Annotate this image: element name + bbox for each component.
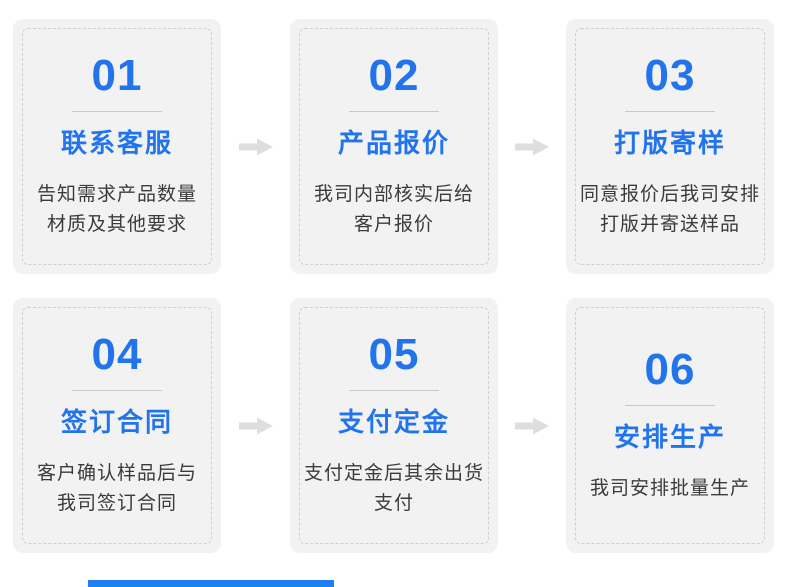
step-card-5: 05 支付定金 支付定金后其余出货 支付 (290, 298, 498, 553)
step-card-6: 06 安排生产 我司安排批量生产 (566, 298, 774, 553)
arrow-slot (221, 136, 290, 158)
right-arrow-icon (515, 138, 549, 155)
step-title: 联系客服 (60, 127, 173, 158)
step-title: 签订合同 (60, 406, 173, 437)
step-description: 告知需求产品数量 材质及其他要求 (37, 180, 197, 240)
step-description-line: 客户确认样品后与 (36, 462, 197, 484)
step-number: 01 (91, 50, 143, 100)
step-description-line: 我司安排批量生产 (589, 477, 750, 499)
step-divider (349, 110, 439, 112)
step-number: 02 (368, 50, 420, 100)
step-description-line: 支付定金后其余出货 (303, 462, 484, 484)
step-card-content: 03 打版寄样 同意报价后我司安排 打版并寄送样品 (566, 19, 774, 274)
step-description-line: 我司内部核实后给 (313, 183, 474, 205)
step-number: 03 (644, 50, 696, 100)
step-card-content: 04 签订合同 客户确认样品后与 我司签订合同 (13, 298, 221, 553)
process-row-2: 04 签订合同 客户确认样品后与 我司签订合同 05 支付定金 (13, 298, 774, 553)
step-divider (72, 389, 162, 391)
right-arrow-icon (515, 417, 549, 434)
step-description-line: 材质及其他要求 (46, 213, 187, 235)
process-grid: 01 联系客服 告知需求产品数量 材质及其他要求 02 产品报价 (13, 19, 774, 553)
step-description-line: 打版并寄送样品 (599, 213, 740, 235)
step-divider (349, 389, 439, 391)
process-row-1: 01 联系客服 告知需求产品数量 材质及其他要求 02 产品报价 (13, 19, 774, 274)
step-number: 04 (91, 329, 143, 379)
arrow-slot (498, 136, 566, 158)
arrow-slot (498, 415, 566, 437)
step-card-content: 05 支付定金 支付定金后其余出货 支付 (290, 298, 498, 553)
step-description-line: 同意报价后我司安排 (579, 183, 760, 205)
step-description-line: 我司签订合同 (56, 492, 177, 514)
step-description-line: 客户报价 (353, 213, 434, 235)
step-card-content: 06 安排生产 我司安排批量生产 (566, 298, 774, 553)
step-title: 支付定金 (337, 406, 450, 437)
arrow-slot (221, 415, 290, 437)
step-card-3: 03 打版寄样 同意报价后我司安排 打版并寄送样品 (566, 19, 774, 274)
step-description: 同意报价后我司安排 打版并寄送样品 (580, 180, 760, 240)
step-title: 打版寄样 (613, 127, 726, 158)
step-description: 支付定金后其余出货 支付 (304, 459, 484, 519)
step-description-line: 告知需求产品数量 (36, 183, 197, 205)
step-title: 产品报价 (337, 127, 450, 158)
step-card-content: 01 联系客服 告知需求产品数量 材质及其他要求 (13, 19, 221, 274)
step-number: 05 (368, 329, 420, 379)
step-card-4: 04 签订合同 客户确认样品后与 我司签订合同 (13, 298, 221, 553)
step-title: 安排生产 (613, 421, 726, 452)
step-card-1: 01 联系客服 告知需求产品数量 材质及其他要求 (13, 19, 221, 274)
step-card-content: 02 产品报价 我司内部核实后给 客户报价 (290, 19, 498, 274)
step-divider (72, 110, 162, 112)
step-description: 客户确认样品后与 我司签订合同 (37, 459, 197, 519)
next-section-bar-cutoff (88, 580, 334, 587)
step-number: 06 (644, 344, 696, 394)
step-card-2: 02 产品报价 我司内部核实后给 客户报价 (290, 19, 498, 274)
right-arrow-icon (238, 138, 273, 155)
step-description: 我司内部核实后给 客户报价 (314, 180, 474, 240)
step-divider (625, 404, 715, 406)
step-divider (625, 110, 715, 112)
step-description: 我司安排批量生产 (590, 474, 750, 504)
right-arrow-icon (238, 417, 273, 434)
step-description-line: 支付 (373, 492, 414, 514)
